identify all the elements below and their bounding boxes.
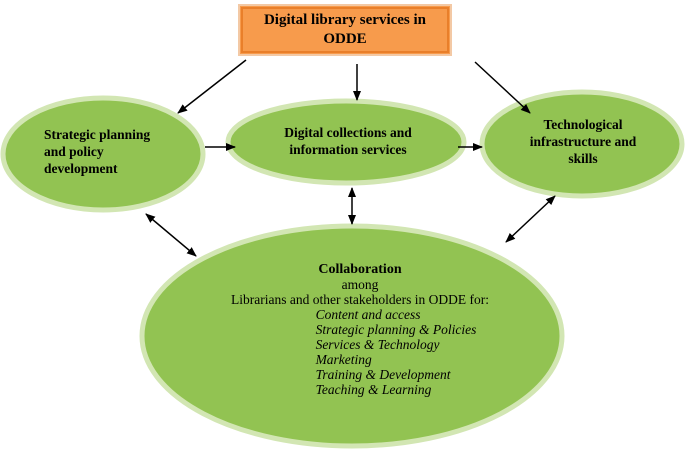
technology-line1: Technological — [543, 117, 623, 132]
collaboration-node — [139, 223, 565, 449]
collaboration-topics-list: Content and access Strategic planning & … — [316, 307, 477, 397]
strategic-planning-label: Strategic planning and policy developmen… — [44, 126, 184, 177]
topic-item: Teaching & Learning — [315, 382, 432, 397]
topic-item: Marketing — [315, 352, 372, 367]
collections-line1: Digital collections and — [284, 125, 412, 140]
technology-line2: infrastructure and — [529, 134, 637, 149]
topic-item: Training & Development — [315, 367, 451, 382]
strategic-line3: development — [44, 161, 118, 176]
topic-item: Strategic planning & Policies — [315, 322, 477, 337]
topic-item: Content and access — [315, 307, 421, 322]
strategic-planning-node — [0, 95, 206, 213]
top-box-line1: Digital library services in — [263, 12, 427, 28]
collaboration-subtitle: Librarians and other stakeholders in ODD… — [231, 292, 489, 307]
digital-collections-node — [225, 98, 467, 186]
strategic-line2: and policy — [44, 144, 104, 159]
technological-infrastructure-label: Technological infrastructure and skills — [503, 116, 663, 167]
arrow-technology-collaboration — [505, 195, 556, 243]
collaboration-title: Collaboration — [318, 262, 402, 277]
arrow-top-to-strategic — [177, 59, 247, 114]
topic-item: Services & Technology — [315, 337, 440, 352]
arrow-strategic-collaboration — [145, 213, 197, 257]
collaboration-label: Collaboration among Librarians and other… — [180, 262, 540, 397]
collaboration-among: among — [341, 277, 379, 292]
top-box-line2: ODDE — [323, 31, 367, 47]
technology-line3: skills — [568, 151, 598, 166]
digital-library-services-box: Digital library services in ODDE — [238, 4, 452, 56]
collections-line2: information services — [289, 142, 407, 157]
arrow-top-to-technology — [474, 61, 531, 114]
digital-collections-label: Digital collections and information serv… — [238, 124, 458, 158]
strategic-line1: Strategic planning — [44, 127, 151, 142]
